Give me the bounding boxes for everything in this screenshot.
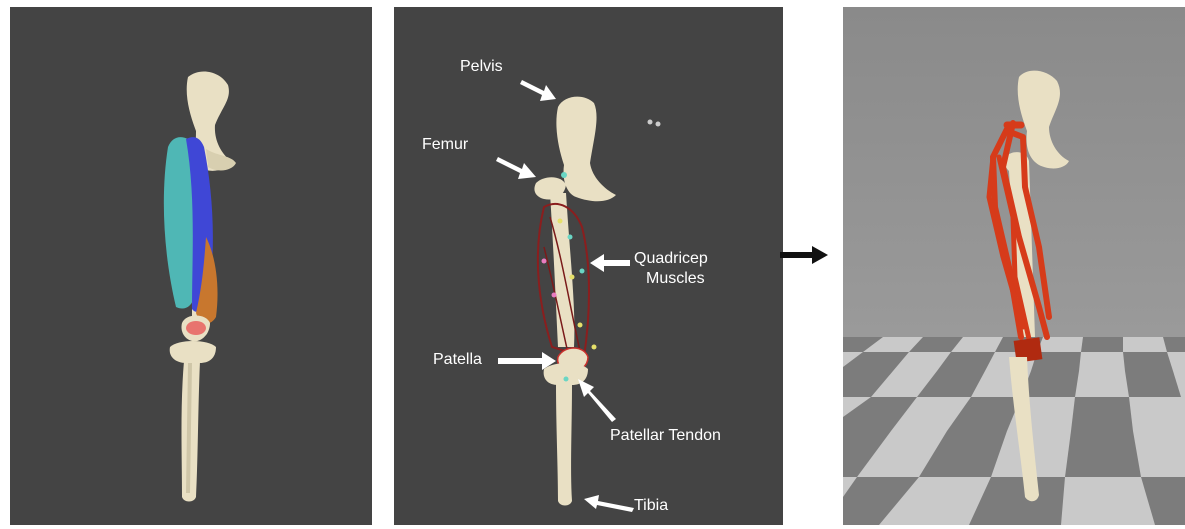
marker <box>580 269 585 274</box>
patella-red <box>186 321 206 335</box>
marker <box>552 293 557 298</box>
label-femur: Femur <box>422 136 468 154</box>
label-pelvis: Pelvis <box>460 58 503 76</box>
transition-arrow-icon <box>778 244 830 266</box>
tibia-bone <box>556 383 572 506</box>
annotated-leg-render <box>394 7 783 525</box>
tibia-arrow <box>584 495 634 512</box>
marker <box>542 259 547 264</box>
simulation-model-panel <box>843 7 1185 525</box>
muscle-model-panel <box>10 7 372 525</box>
marker <box>592 345 597 350</box>
simulation-render <box>843 7 1185 525</box>
label-patella: Patella <box>433 351 482 369</box>
marker <box>568 235 573 240</box>
patellar-tendon-arrow <box>578 379 616 422</box>
femur-arrow <box>496 157 536 179</box>
label-patellar-tendon: Patellar Tendon <box>610 427 721 445</box>
label-tibia: Tibia <box>634 497 668 515</box>
marker <box>578 323 583 328</box>
annotated-model-panel: Pelvis Femur Quadricep Muscles Patella P… <box>394 7 783 525</box>
quadricep-arrow <box>590 254 630 272</box>
marker <box>564 377 569 382</box>
marker <box>570 275 575 280</box>
label-quadricep-line2: Muscles <box>646 270 705 288</box>
pelvis-arrow <box>520 80 556 101</box>
marker <box>648 120 653 125</box>
leg-muscle-render <box>10 7 372 525</box>
marker <box>561 172 567 178</box>
marker <box>558 219 563 224</box>
label-quadricep-line1: Quadricep <box>634 250 708 268</box>
knee-joint <box>170 341 216 363</box>
marker <box>656 122 661 127</box>
